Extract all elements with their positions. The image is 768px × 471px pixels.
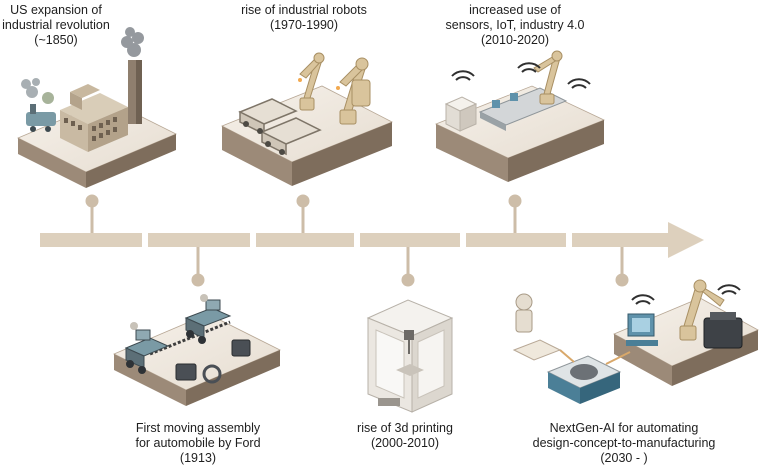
- label-us-expansion: US expansion of industrial revolution (~…: [2, 3, 110, 47]
- nextgen-ai-illustration: [512, 279, 759, 404]
- label-industrial-robots: rise of industrial robots (1970-1990): [241, 3, 367, 32]
- iot-illustration: [434, 50, 606, 182]
- robots-cars-illustration: [221, 52, 393, 186]
- connector-industrial-robots: [296, 194, 310, 233]
- wifi-icon: [717, 284, 741, 295]
- timeline-segment: [256, 233, 354, 247]
- connector-iot: [508, 194, 522, 233]
- timeline-segment: [466, 233, 566, 247]
- label-ford: First moving assembly for automobile by …: [135, 421, 261, 465]
- connector-nextgen-ai: [615, 247, 629, 287]
- wifi-icon: [451, 70, 475, 81]
- label-iot: increased use of sensors, IoT, industry …: [445, 3, 585, 47]
- connector-us-expansion: [85, 194, 99, 233]
- wifi-icon: [517, 62, 541, 73]
- connector-3d-printing: [401, 247, 415, 287]
- timeline-segment: [360, 233, 460, 247]
- factory-illustration: [17, 27, 177, 188]
- connector-ford: [191, 247, 205, 287]
- ford-assembly-illustration: [113, 294, 281, 406]
- label-nextgen-ai: NextGen-AI for automating design-concept…: [532, 421, 716, 465]
- timeline-segment: [40, 233, 142, 247]
- timeline-arrow: [40, 222, 704, 258]
- wifi-icon: [567, 78, 591, 89]
- 3d-printer-illustration: [366, 299, 454, 413]
- timeline-segment: [148, 233, 250, 247]
- wifi-icon: [631, 294, 655, 305]
- label-3d-printing: rise of 3d printing (2000-2010): [357, 421, 453, 450]
- timeline-arrowhead: [572, 222, 704, 258]
